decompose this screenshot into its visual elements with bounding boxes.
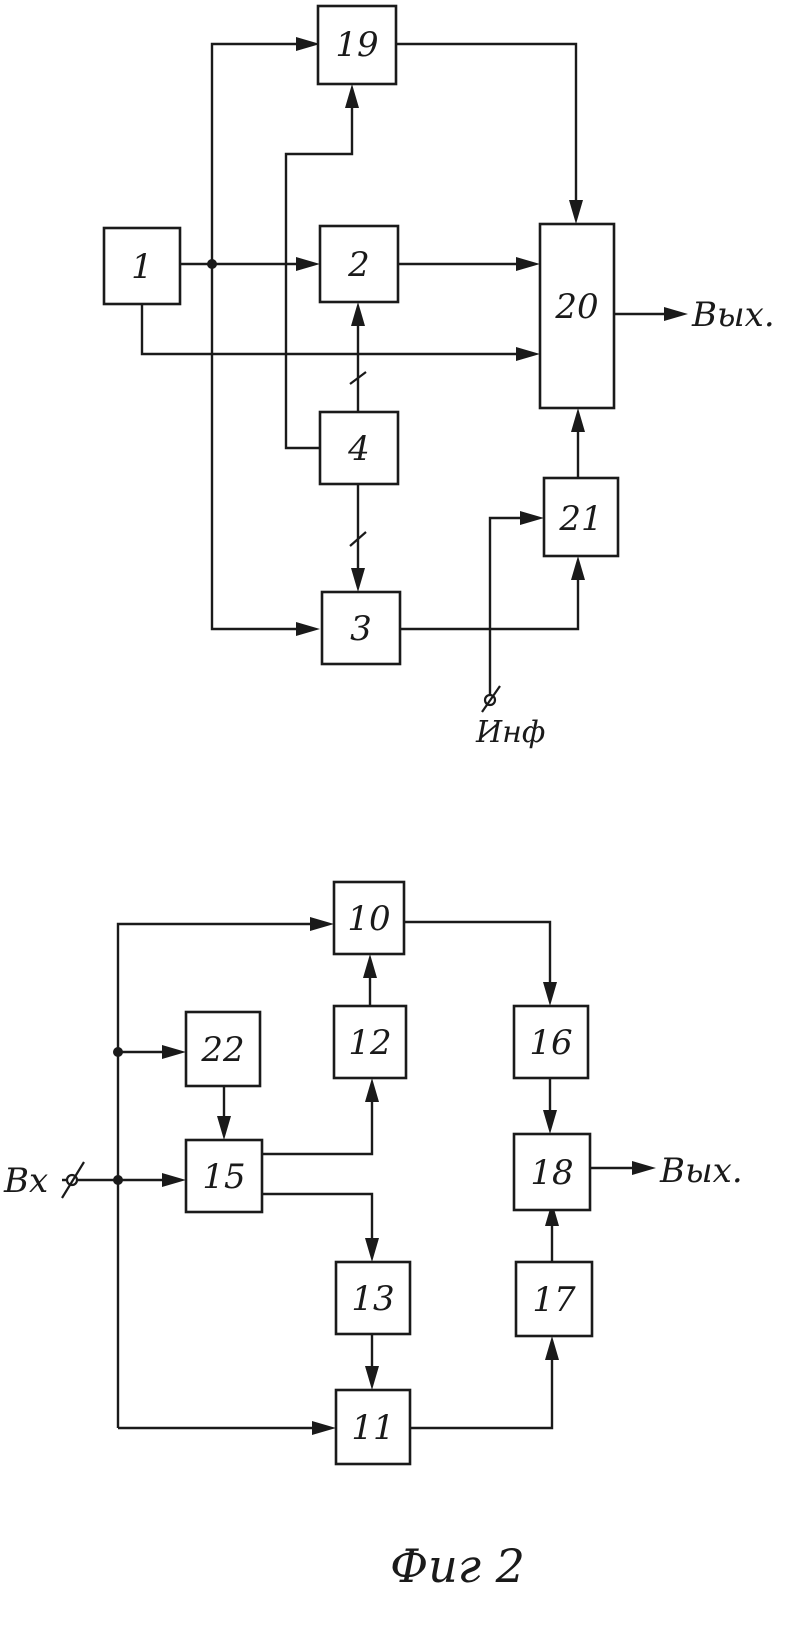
junction-node: [113, 1047, 123, 1057]
arrowhead: [516, 347, 540, 361]
arrowhead: [312, 1421, 336, 1435]
wire-1-to-20: [142, 304, 532, 354]
arrowhead: [365, 1366, 379, 1390]
arrowhead: [162, 1045, 186, 1059]
figure-1: 1 2 19 20 4 3 21 Вых. Инф: [104, 6, 775, 750]
arrowhead: [664, 307, 688, 321]
arrowhead: [543, 982, 557, 1006]
arrowhead: [571, 556, 585, 580]
block-20-label: 20: [554, 287, 598, 327]
arrowhead: [569, 200, 583, 224]
block-16-label: 16: [529, 1023, 572, 1063]
arrowhead: [363, 954, 377, 978]
wire-15-to-13: [262, 1194, 372, 1254]
figure-caption: Фиг 2: [390, 1539, 525, 1593]
block-1-label: 1: [131, 247, 153, 287]
arrowhead: [351, 302, 365, 326]
arrowhead: [632, 1161, 656, 1175]
arrowhead: [365, 1078, 379, 1102]
fig2-input-label: Вх: [3, 1161, 48, 1201]
arrowhead: [571, 408, 585, 432]
arrowhead: [545, 1336, 559, 1360]
wire-15-to-12: [262, 1086, 372, 1154]
arrowhead: [296, 37, 320, 51]
block-4-label: 4: [347, 429, 370, 469]
arrowhead: [296, 257, 320, 271]
block-3-label: 3: [350, 609, 372, 649]
wire-11-to-17: [410, 1344, 552, 1428]
block-12-label: 12: [348, 1023, 391, 1063]
block-10-label: 10: [347, 899, 390, 939]
arrowhead: [516, 257, 540, 271]
arrowhead: [365, 1238, 379, 1262]
wire-10-to-16: [404, 922, 550, 996]
junction-node: [207, 259, 217, 269]
block-15-label: 15: [202, 1157, 245, 1197]
arrowhead: [351, 568, 365, 592]
block-17-label: 17: [532, 1280, 576, 1320]
block-21-label: 21: [558, 499, 602, 539]
arrowhead: [162, 1173, 186, 1187]
figure-2: 10 22 12 16 15 18 13 17 11 Вх Вых.: [3, 882, 743, 1464]
arrowhead: [310, 917, 334, 931]
wire-node-to-3: [212, 264, 312, 629]
block-2-label: 2: [347, 245, 370, 285]
arrowhead: [520, 511, 544, 525]
wire-inf-to-21: [490, 518, 536, 696]
arrowhead: [217, 1116, 231, 1140]
fig1-output-label: Вых.: [691, 295, 775, 335]
block-22-label: 22: [200, 1030, 244, 1070]
arrowhead: [543, 1110, 557, 1134]
fig2-output-label: Вых.: [659, 1151, 743, 1191]
block-11-label: 11: [351, 1408, 394, 1448]
arrowhead: [296, 622, 320, 636]
fig1-input-label-inf: Инф: [475, 715, 545, 750]
block-18-label: 18: [530, 1153, 573, 1193]
wire-19-to-20: [396, 44, 576, 214]
junction-node: [113, 1175, 123, 1185]
block-19-label: 19: [335, 25, 378, 65]
block-13-label: 13: [351, 1279, 394, 1319]
arrowhead: [345, 84, 359, 108]
